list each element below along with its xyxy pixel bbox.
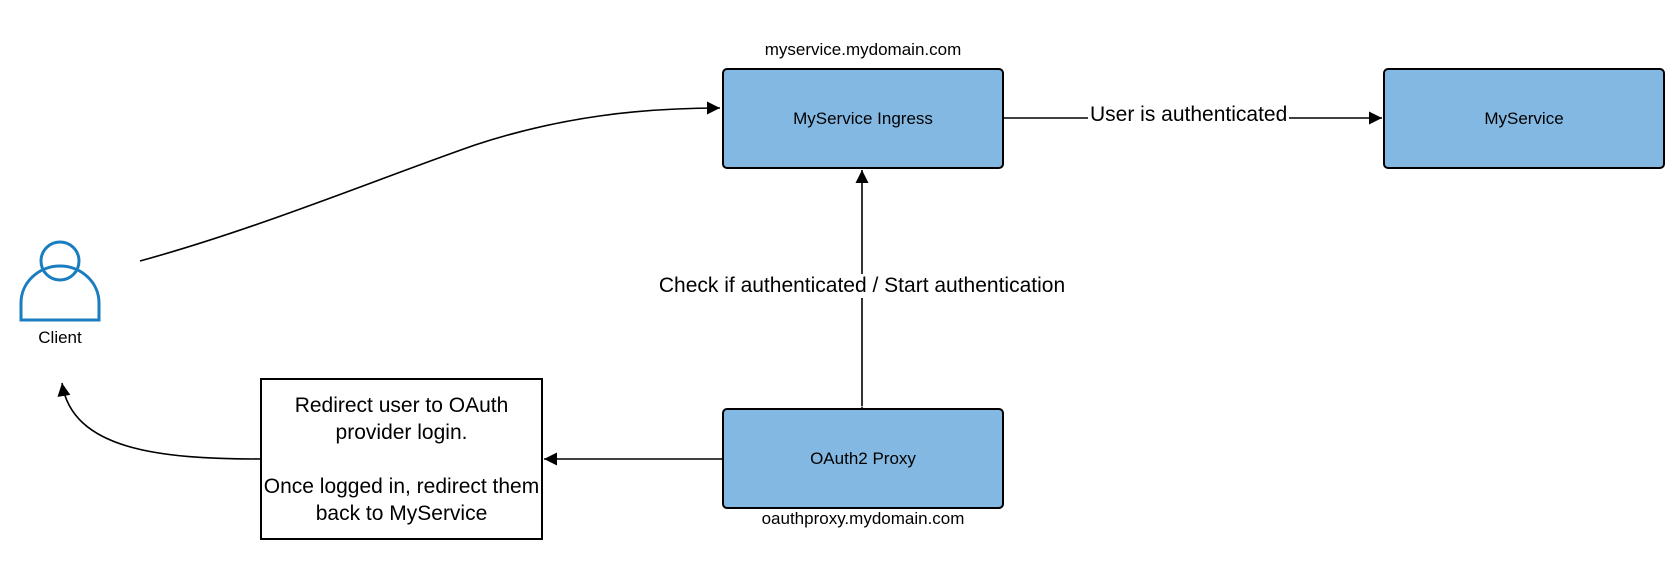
redirect-note-line1: Redirect user to OAuth provider login. [294,393,509,444]
client-label: Client [38,328,82,347]
myservice-node-label: MyService [1484,108,1564,128]
redirect-note[interactable]: Redirect user to OAuth provider login. O… [260,378,543,540]
edge-label-check: Check if authenticated / Start authentic… [652,274,1072,298]
ingress-domain-label: myservice.mydomain.com [764,40,962,59]
ingress-node[interactable]: MyService Ingress [722,68,1004,169]
redirect-note-line2: Once logged in, redirect them back to My… [263,474,540,525]
myservice-node[interactable]: MyService [1383,68,1665,169]
edge-note-to-client [57,382,262,460]
oauth2-proxy-node[interactable]: OAuth2 Proxy [722,408,1004,509]
oauth2-proxy-node-label: OAuth2 Proxy [810,448,916,468]
edge-label-authenticated: User is authenticated [1088,103,1290,127]
user-icon [19,240,101,322]
edge-client-to-ingress [139,101,721,262]
proxy-domain-label: oauthproxy.mydomain.com [761,509,965,528]
ingress-node-label: MyService Ingress [793,108,933,128]
